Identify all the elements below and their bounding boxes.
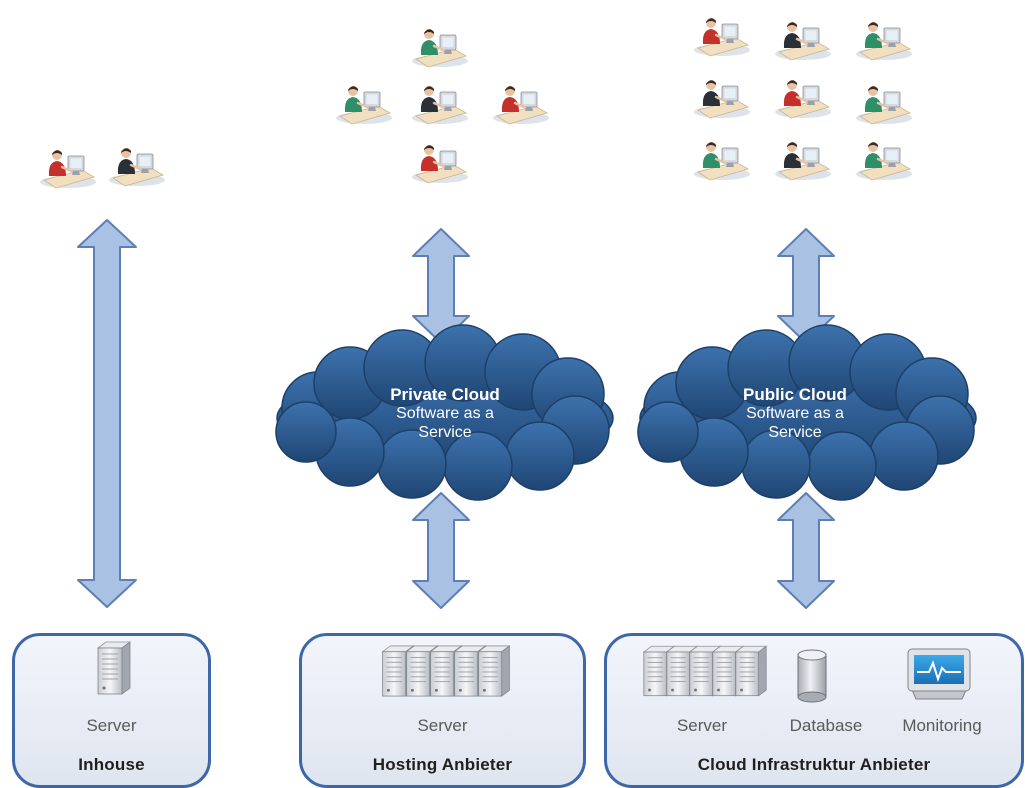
private-cloud-label: Private Cloud Software as a Service <box>330 385 560 442</box>
user-workstation-icon <box>692 140 752 182</box>
inhouse-box: Server Inhouse <box>12 633 211 788</box>
user-workstation-icon <box>410 27 470 69</box>
users-layer <box>38 16 914 190</box>
cloud-infrastructure-box: Server Database Monitoring Cloud Infrast… <box>604 633 1024 788</box>
public-cloud-line2: Service <box>768 424 822 441</box>
user-workstation-icon <box>38 148 98 190</box>
monitoring-label: Monitoring <box>902 716 982 735</box>
public-cloud-label: Public Cloud Software as a Service <box>680 385 910 442</box>
user-workstation-icon <box>107 146 167 188</box>
private-cloud-line1: Software as a <box>396 405 494 422</box>
hosting-box: Server Hosting Anbieter <box>299 633 586 788</box>
user-workstation-icon <box>773 140 833 182</box>
private-cloud-title: Private Cloud <box>390 385 500 404</box>
arrow-inhouse <box>77 219 137 608</box>
user-workstation-icon <box>854 140 914 182</box>
user-workstation-icon <box>410 84 470 126</box>
user-workstation-icon <box>334 84 394 126</box>
inhouse-label: Inhouse <box>78 755 145 774</box>
user-workstation-icon <box>410 143 470 185</box>
database-label: Database <box>789 716 863 735</box>
user-workstation-icon <box>773 78 833 120</box>
public-cloud-title: Public Cloud <box>743 385 847 404</box>
public-cloud-shape <box>637 324 977 501</box>
public-cloud-line1: Software as a <box>746 405 844 422</box>
user-workstation-icon <box>491 84 551 126</box>
user-workstation-icon <box>773 20 833 62</box>
user-workstation-icon <box>692 78 752 120</box>
arrow-public-lower <box>777 492 835 609</box>
cloud-infrastructure-label: Cloud Infrastruktur Anbieter <box>697 755 931 774</box>
user-workstation-icon <box>692 16 752 58</box>
inhouse-server-label: Server <box>86 716 137 735</box>
cloud-server-label: Server <box>676 716 728 735</box>
private-cloud-line2: Service <box>418 424 472 441</box>
user-workstation-icon <box>854 84 914 126</box>
private-cloud-shape <box>275 324 614 501</box>
hosting-server-label: Server <box>417 716 468 735</box>
user-workstation-icon <box>854 20 914 62</box>
hosting-label: Hosting Anbieter <box>372 755 513 774</box>
arrow-private-lower <box>412 492 470 609</box>
